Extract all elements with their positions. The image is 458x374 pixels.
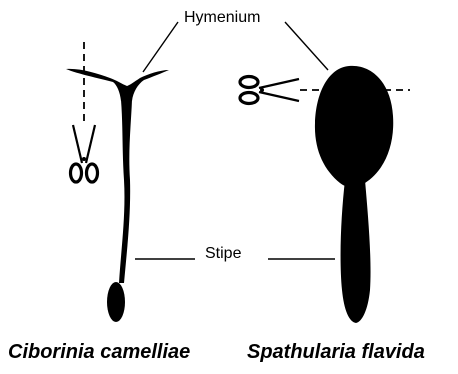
stipe-label: Stipe xyxy=(205,245,241,263)
scissors-icon xyxy=(71,125,98,182)
species-label-left: Ciborinia camelliae xyxy=(8,341,190,364)
scissors-icon xyxy=(240,77,299,104)
spathularia-hymenium xyxy=(315,66,393,187)
ciborinia-hymenium xyxy=(66,69,169,101)
species-label-right: Spathularia flavida xyxy=(247,341,425,364)
hymenium-leader-right xyxy=(285,22,328,70)
ciborinia-specimen xyxy=(66,69,169,322)
spathularia-specimen xyxy=(315,66,393,323)
hymenium-label: Hymenium xyxy=(184,9,260,27)
spathularia-stipe xyxy=(341,180,371,323)
ciborinia-sclerotium xyxy=(107,282,125,322)
hymenium-leader-left xyxy=(143,22,178,72)
ciborinia-stipe xyxy=(119,100,132,283)
